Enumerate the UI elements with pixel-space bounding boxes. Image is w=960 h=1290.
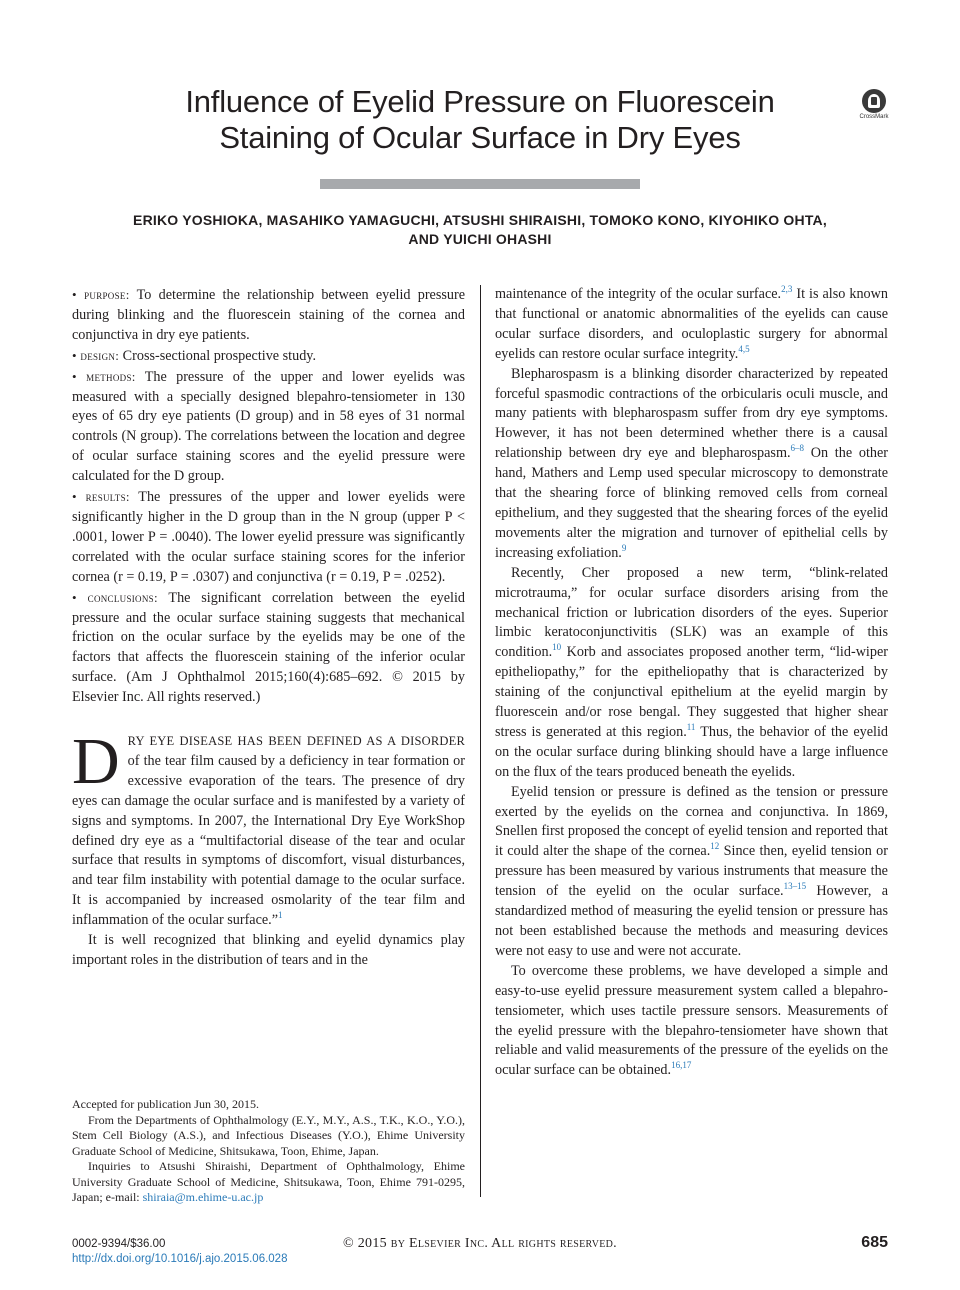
reference-link[interactable]: 10 [552,642,562,653]
results-text: The pressures of the upper and lower eye… [72,489,466,585]
author-list: ERIKO YOSHIOKA, MASAHIKO YAMAGUCHI, ATSU… [72,211,888,249]
design-text: Cross-sectional prospective study. [122,347,317,364]
intro-paragraph: It is well recognized that blinking and … [72,932,465,968]
body-paragraph: Recently, Cher proposed a new term, “bli… [495,564,888,783]
issn-price: 0002-9394/$36.00 [72,1238,166,1250]
abstract-design: • design: Cross-sectional prospective st… [72,346,465,367]
reference-link[interactable]: 6–8 [790,443,805,454]
reference-link[interactable]: 2,3 [781,284,793,294]
body-text: Recently, Cher proposed a new term, “bli… [495,564,888,661]
doi-link[interactable]: http://dx.doi.org/10.1016/j.ajo.2015.06.… [72,1253,288,1265]
body-text: However, a standardized method of measur… [495,883,888,959]
intro-text: of the tear film caused by a deficiency … [72,752,465,929]
abstract-results: • results: The pressures of the upper an… [72,487,465,588]
purpose-text: To determine the relationship between ey… [72,287,466,343]
reference-link[interactable]: 16,17 [671,1060,692,1071]
abstract-methods: • methods: The pressure of the upper and… [72,367,465,487]
reference-link[interactable]: 4,5 [738,343,750,354]
title-divider [320,179,640,189]
accepted-note: Accepted for publication Jun 30, 2015. [72,1097,259,1111]
footer-copyright: © 2015 by Elsevier Inc. All rights reser… [343,1236,617,1251]
correspondence-text: Inquiries to Atsushi Shiraishi, Departme… [72,1159,465,1204]
crossmark-icon [862,89,886,113]
reference-link[interactable]: 11 [686,721,696,732]
intro-paragraph: D RY EYE DISEASE HAS BEEN DEFINED AS A DI… [72,725,465,931]
results-label: • results: [72,489,130,505]
reference-link[interactable]: 9 [621,542,627,553]
column-divider [480,285,481,1197]
body-paragraph: To overcome these problems, we have deve… [495,962,888,1081]
body-text: It is also known that functional or anat… [495,286,888,362]
correspondence-note: Inquiries to Atsushi Shiraishi, Departme… [72,1159,465,1206]
footer-identifiers: 0002-9394/$36.00 http://dx.doi.org/10.10… [72,1237,287,1267]
abstract-purpose: • purpose: To determine the relationship… [72,285,465,346]
reference-link[interactable]: 13–15 [783,881,807,892]
authors-line: AND YUICHI OHASHI [408,231,552,247]
page-number: 685 [861,1234,888,1251]
reference-link[interactable]: 1 [278,910,283,921]
conclusions-label: • conclusions: [72,589,158,605]
purpose-label: • purpose: [72,287,130,302]
body-text: Blepharospasm is a blinking disorder cha… [495,365,888,462]
methods-label: • methods: [72,368,136,384]
email-link[interactable]: shiraia@m.ehime-u.ac.jp [142,1190,264,1204]
title-line: Staining of Ocular Surface in Dry Eyes [219,120,741,155]
reference-link[interactable]: 12 [710,841,720,852]
body-text: Since then, eyelid tension or pressure h… [495,843,888,900]
abstract: • purpose: To determine the relationship… [72,285,465,708]
footnotes: Accepted for publication Jun 30, 2015. F… [72,1097,465,1206]
design-label: • design: [72,347,120,363]
body-text: Korb and associates proposed another ter… [495,644,888,740]
body-text: maintenance of the integrity of the ocul… [495,286,782,302]
article-title: Influence of Eyelid Pressure on Fluoresc… [80,84,880,156]
title-line: Influence of Eyelid Pressure on Fluoresc… [185,84,775,119]
conclusions-text: The significant correlation between the … [72,589,466,686]
abstract-conclusions: • conclusions: The significant correlati… [72,588,465,708]
body-paragraph: maintenance of the integrity of the ocul… [495,285,888,365]
introduction: D RY EYE DISEASE HAS BEEN DEFINED AS A DI… [72,725,465,971]
authors-line: ERIKO YOSHIOKA, MASAHIKO YAMAGUCHI, ATSU… [133,212,827,228]
crossmark-badge[interactable]: CrossMark [856,89,892,123]
left-column: • purpose: To determine the relationship… [72,285,465,971]
drop-cap: D [72,725,120,799]
body-text: To overcome these problems, we have deve… [495,962,888,1079]
body-text: Eyelid tension or pressure is defined as… [495,783,888,860]
citation-text: (Am J Ophthalmol 2015;160(4):685–692. © … [72,669,465,706]
body-text: Thus, the behavior of the eyelid on the … [495,723,889,780]
affiliation-note: From the Departments of Ophthalmology (E… [72,1112,465,1158]
crossmark-label: CrossMark [859,114,889,120]
methods-text: The pressure of the upper and lower eyel… [72,368,466,485]
right-column: maintenance of the integrity of the ocul… [495,285,888,1081]
intro-lead-caps: RY EYE DISEASE HAS BEEN DEFINED AS A DIS… [127,734,465,749]
body-paragraph: Eyelid tension or pressure is defined as… [495,783,888,962]
body-text: On the other hand, Mathers and Lemp used… [495,445,889,561]
body-paragraph: Blepharospasm is a blinking disorder cha… [495,365,888,564]
